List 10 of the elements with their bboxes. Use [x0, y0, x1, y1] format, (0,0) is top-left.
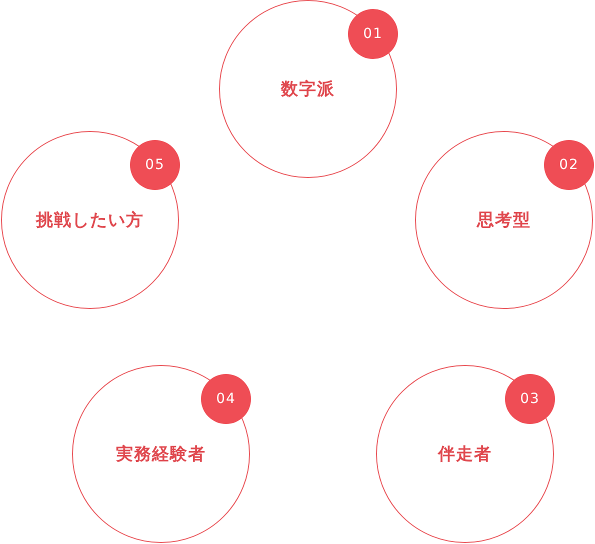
category-label: 実務経験者 — [115, 444, 207, 466]
category-label: 挑戦したい方 — [34, 210, 145, 232]
category-label: 伴走者 — [436, 444, 493, 466]
category-label: 思考型 — [476, 210, 532, 232]
number-badge: 03 — [505, 374, 555, 424]
category-label: 数字派 — [280, 78, 336, 100]
number-badge: 01 — [348, 9, 398, 59]
number-badge: 04 — [201, 374, 251, 424]
number-badge: 05 — [130, 140, 180, 190]
number-badge: 02 — [544, 140, 594, 190]
